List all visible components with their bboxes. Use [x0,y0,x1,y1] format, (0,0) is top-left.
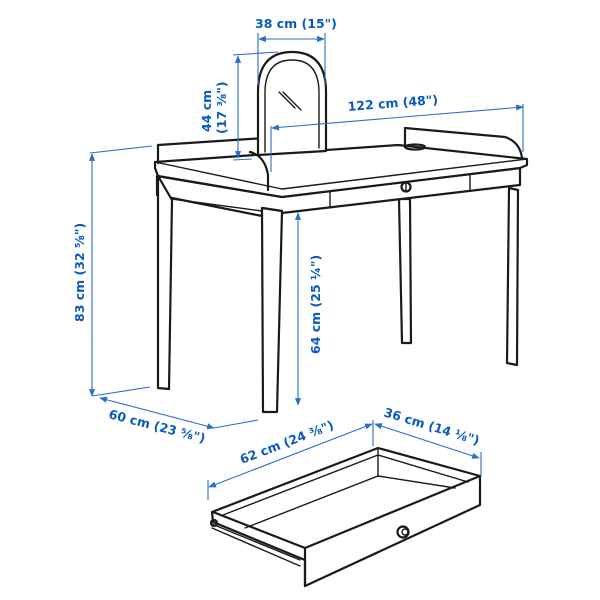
drawer-width-label: 36 cm (14 ⅛") [382,405,481,448]
table-depth-label: 60 cm (23 ⅝") [107,406,207,445]
knob-icon [396,525,410,539]
knob-icon [400,181,412,193]
drawer-depth-label: 62 cm (24 ⅜") [238,417,336,467]
leg-clearance-label: 64 cm (25 ¼") [308,255,323,354]
mirror-height-cm-label: 44 cm [199,90,214,132]
total-height-label: 83 cm (32 ⅝") [72,223,87,322]
mirror-height-in-label: (17 ⅜") [214,81,229,134]
drawer-drawing [209,446,482,588]
mirror-icon [256,50,328,157]
mirror-width-label: 38 cm (15") [255,16,337,31]
dimension-lines [88,33,524,500]
back-left-leg [505,186,520,367]
front-left-leg [156,174,174,391]
table-width-label: 122 cm (48") [347,92,438,114]
gallery-rail [156,126,524,192]
back-right-leg [397,197,413,345]
front-right-leg [260,206,284,414]
drawer-rail [209,518,301,567]
